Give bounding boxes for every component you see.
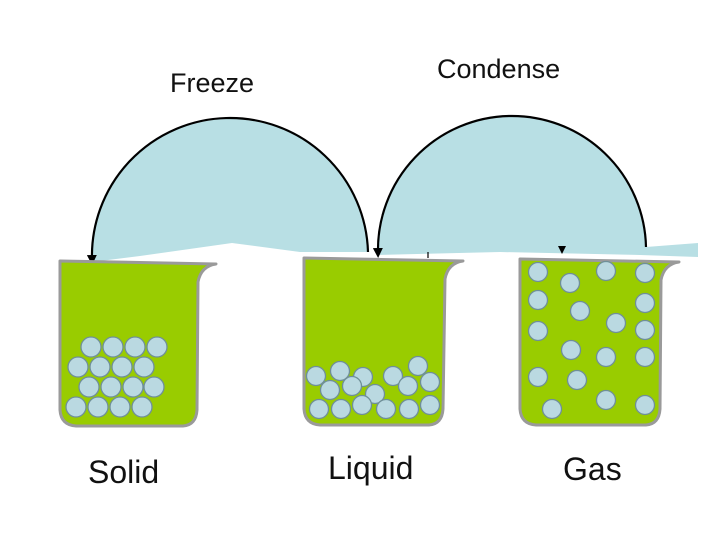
particle: [65, 396, 87, 418]
particle: [569, 300, 591, 322]
particle: [146, 336, 168, 358]
gas-label: Gas: [563, 451, 622, 487]
particle: [364, 383, 386, 405]
particle: [527, 261, 549, 283]
particle: [605, 312, 627, 334]
particle: [308, 398, 330, 420]
particle: [319, 379, 341, 401]
condense-arrow-band: [377, 116, 698, 257]
particle: [341, 375, 363, 397]
particle: [80, 336, 102, 358]
particle: [67, 356, 89, 378]
particle: [111, 356, 133, 378]
particle: [634, 292, 656, 314]
particle: [634, 319, 656, 341]
particle: [143, 376, 165, 398]
solid-label: Solid: [88, 454, 160, 490]
gas-particles: [527, 260, 656, 420]
particle: [527, 320, 549, 342]
particle: [122, 376, 144, 398]
particle: [595, 346, 617, 368]
condense-arrow-tip: [558, 246, 566, 254]
particle: [133, 356, 155, 378]
particle: [330, 398, 352, 420]
particle: [382, 365, 404, 387]
freeze-label: Freeze: [170, 68, 255, 98]
beaker-solid: [58, 259, 218, 428]
particle: [634, 346, 656, 368]
particle: [124, 336, 146, 358]
condense-arrow: [372, 114, 698, 258]
beaker-liquid: [302, 256, 465, 427]
particle: [109, 396, 131, 418]
liquid-particles: [305, 355, 441, 420]
liquid-label: Liquid: [328, 450, 414, 486]
particle: [351, 394, 373, 416]
particle: [100, 376, 122, 398]
particle: [375, 398, 397, 420]
particle: [527, 366, 549, 388]
particle: [102, 336, 124, 358]
particle: [398, 398, 420, 420]
particle: [407, 355, 429, 377]
particle: [89, 356, 111, 378]
particle: [634, 262, 656, 284]
particle: [131, 396, 153, 418]
particle: [560, 339, 582, 361]
condense-arrow-arc: [372, 114, 648, 258]
beaker-gas: [518, 257, 681, 427]
particle: [419, 371, 441, 393]
freeze-arrow-arc: [86, 116, 370, 265]
particle: [329, 360, 351, 382]
condense-label: Condense: [437, 54, 561, 84]
particle: [595, 389, 617, 411]
freeze-arrow-band: [91, 118, 368, 262]
particle: [419, 394, 441, 416]
particle: [527, 289, 549, 311]
particle: [397, 375, 419, 397]
freeze-arrow: [86, 116, 370, 265]
particle: [595, 260, 617, 282]
particle: [305, 365, 327, 387]
particle: [541, 398, 563, 420]
particle: [566, 369, 588, 391]
particle: [78, 376, 100, 398]
solid-particles: [65, 336, 168, 418]
particle: [634, 394, 656, 416]
particle: [87, 396, 109, 418]
particle: [559, 272, 581, 294]
